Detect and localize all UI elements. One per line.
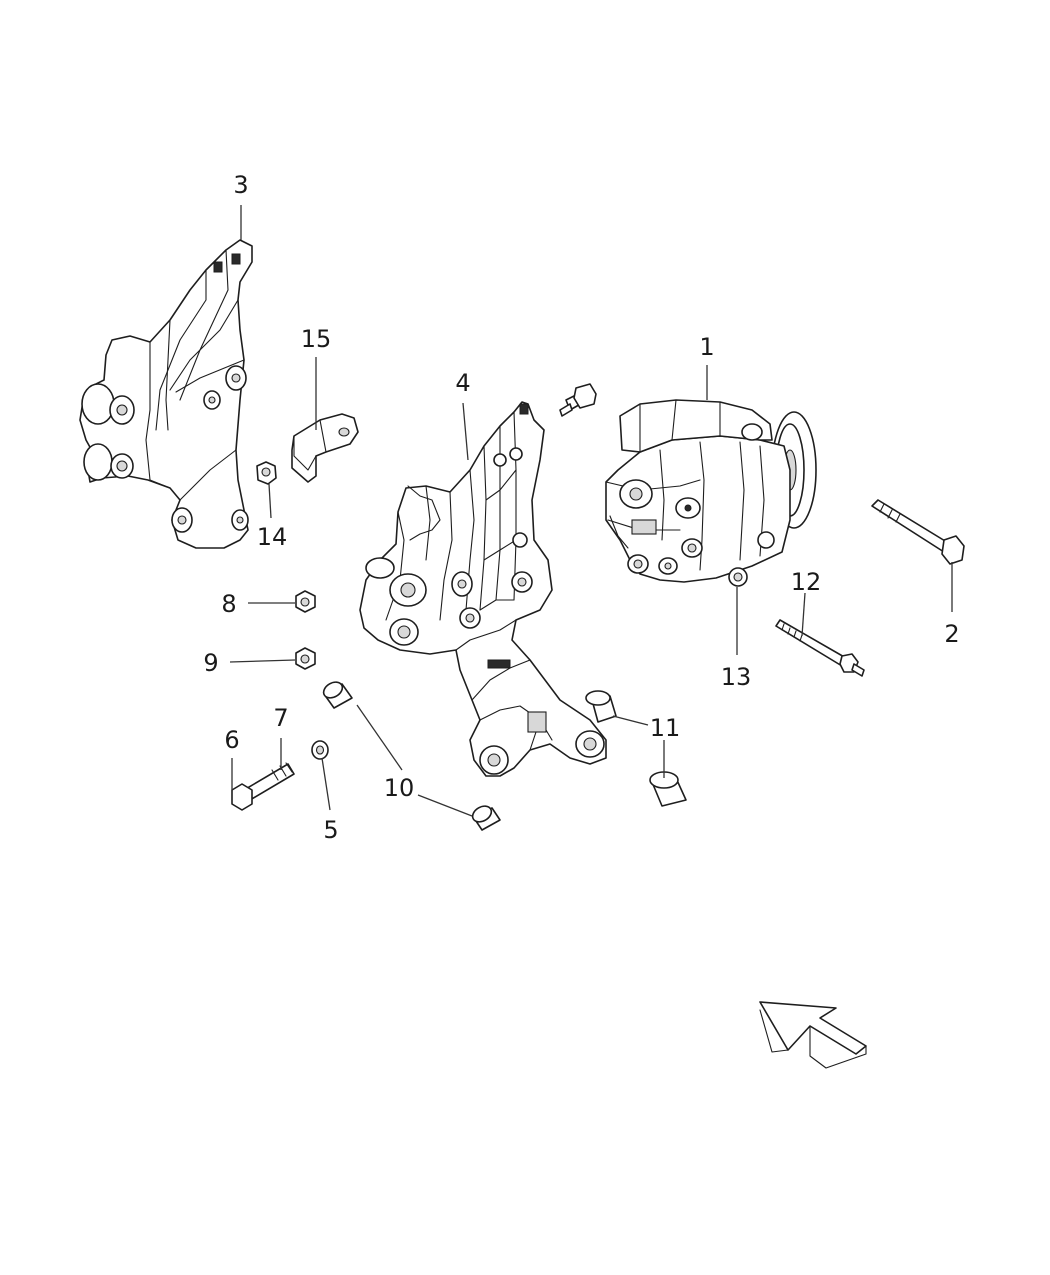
callout-15: 15 — [301, 325, 332, 353]
leader-14 — [268, 483, 272, 519]
long-bolt-icon — [871, 499, 965, 565]
washer-icon — [728, 567, 748, 587]
callout-9: 9 — [203, 649, 218, 677]
callout-4: 4 — [455, 369, 470, 397]
rear-bracket-icon — [79, 239, 253, 549]
leader-4 — [462, 402, 469, 461]
callout-11: 11 — [650, 714, 681, 742]
hex-nut-icon — [295, 647, 316, 670]
leader-9 — [229, 659, 296, 663]
callout-10: 10 — [384, 774, 415, 802]
callout-labels: 1 2 3 4 5 6 7 8 9 10 11 12 13 14 15 — [203, 171, 959, 844]
flanged-bushing-icon — [585, 690, 687, 807]
hex-nut-icon — [295, 590, 316, 613]
dowel-sleeve-icon — [322, 681, 501, 831]
callout-12: 12 — [791, 568, 822, 596]
hex-bolt-icon — [231, 762, 295, 811]
callout-7: 7 — [273, 704, 288, 732]
hex-bolt-icon — [559, 383, 597, 417]
leader-10b — [417, 794, 473, 817]
callout-8: 8 — [221, 590, 236, 618]
leader-11a — [612, 715, 649, 726]
flange-nut-icon — [256, 461, 277, 485]
leader-5 — [321, 757, 331, 811]
stud-icon — [775, 619, 865, 677]
small-bracket-icon — [291, 413, 359, 483]
compressor-mounting-bracket-icon — [359, 401, 607, 777]
callout-5: 5 — [323, 816, 338, 844]
direction-arrow-icon — [759, 1001, 867, 1069]
leader-lines — [229, 205, 953, 817]
callout-2: 2 — [944, 620, 959, 648]
ac-compressor-icon — [605, 399, 817, 583]
leader-12 — [801, 592, 806, 637]
callout-14: 14 — [257, 523, 288, 551]
washer-icon — [311, 740, 329, 760]
callout-3: 3 — [233, 171, 248, 199]
callout-1: 1 — [699, 333, 714, 361]
callout-6: 6 — [224, 726, 239, 754]
callout-13: 13 — [721, 663, 752, 691]
leader-10a — [356, 704, 403, 771]
